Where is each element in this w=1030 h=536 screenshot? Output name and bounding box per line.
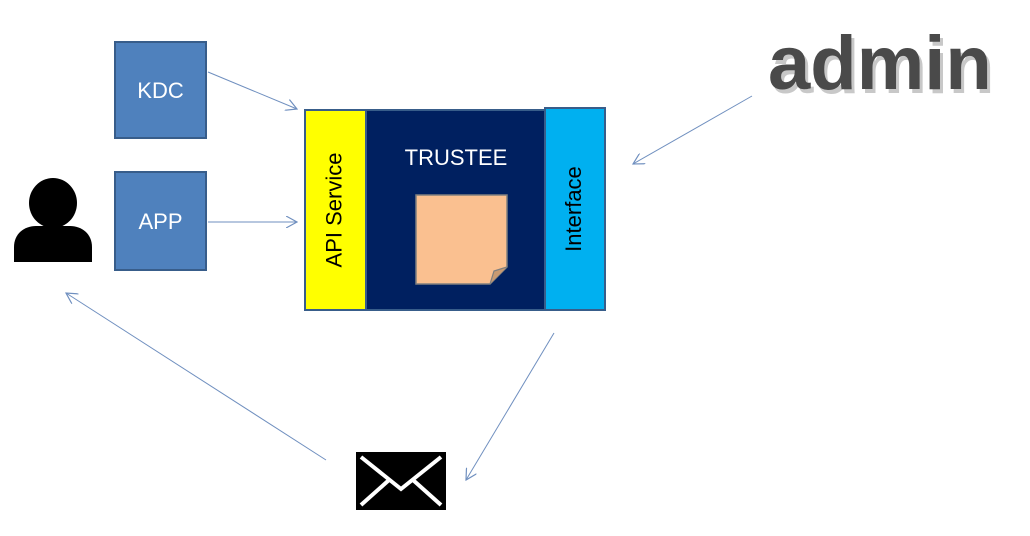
app-box xyxy=(114,171,207,271)
interface-label: Interface xyxy=(561,166,586,252)
trustee-label: TRUSTEE xyxy=(405,145,508,170)
arrow-interface-to-mail xyxy=(466,332,555,480)
admin-label-shadow: admin xyxy=(771,25,995,110)
envelope-icon xyxy=(356,452,446,510)
trustee-node: API Service Interface TRUSTEE xyxy=(304,107,606,311)
admin-wordmark: admin admin xyxy=(768,21,995,110)
arrow-mail-to-user xyxy=(66,293,327,461)
arrow-admin-to-interface xyxy=(633,95,753,164)
user-icon xyxy=(14,178,92,262)
interface-strip xyxy=(544,107,606,311)
kdc-box xyxy=(114,41,207,139)
app-node: APP xyxy=(114,171,207,271)
admin-label: admin xyxy=(768,21,992,106)
note-icon xyxy=(415,194,508,285)
api-service-label: API Service xyxy=(321,153,346,268)
kdc-node: KDC xyxy=(114,41,207,139)
app-label: APP xyxy=(138,209,182,234)
arrow-kdc-to-api xyxy=(207,71,297,109)
kdc-label: KDC xyxy=(137,78,184,103)
api-service-strip xyxy=(304,109,367,311)
